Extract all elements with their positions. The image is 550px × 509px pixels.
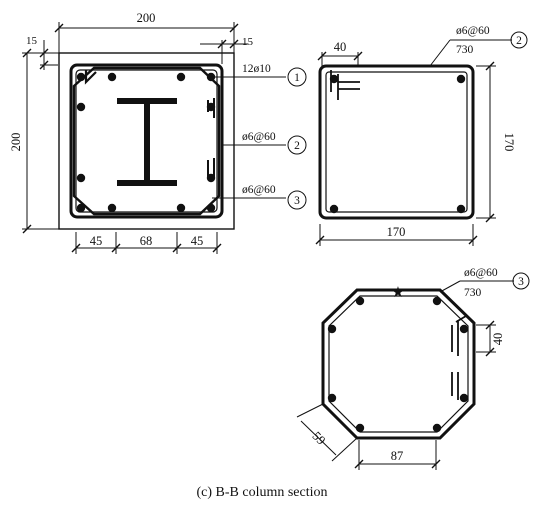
callout-3-marker: 3 — [294, 195, 300, 207]
rebar-dot — [432, 423, 442, 433]
square-stirrup — [318, 64, 475, 220]
cover-right-label: 15 — [242, 36, 254, 48]
callout-2-label: ø6@60 — [242, 131, 276, 143]
rebar-dot — [107, 203, 117, 213]
main-height-label: 200 — [9, 133, 23, 152]
square-side-dim: 170 — [502, 133, 516, 152]
spacing-right-label: 45 — [191, 234, 204, 248]
square-marker: 2 — [516, 35, 522, 47]
rebar-dot — [76, 203, 86, 213]
rebar-dot — [176, 203, 186, 213]
square-length-label: 730 — [456, 44, 474, 56]
rebar-dot — [355, 296, 365, 306]
square-stirrup-bars — [329, 74, 466, 214]
square-dimensions — [315, 31, 528, 246]
rebar-dot — [327, 324, 337, 334]
octagon-stirrup-bars — [327, 296, 469, 433]
callout-3-label: ø6@60 — [242, 184, 276, 196]
callout-1-marker: 1 — [294, 72, 300, 84]
main-callout-leaders — [211, 67, 307, 210]
rebar-dot — [107, 72, 117, 82]
octagon-hook-dim: 40 — [491, 333, 505, 346]
square-hook-dim: 40 — [334, 40, 347, 54]
rebar-dot — [76, 173, 86, 183]
main-section — [58, 52, 235, 230]
rebar-dot — [456, 204, 466, 214]
rebar-dot — [329, 74, 339, 84]
main-width-label: 200 — [137, 11, 156, 25]
figure-caption: (c) B-B column section — [196, 485, 327, 500]
rebar-dot — [329, 204, 339, 214]
rebar-dot — [459, 393, 469, 403]
steel-i-beam — [117, 98, 177, 186]
cover-top-label: 15 — [26, 35, 38, 47]
main-dimensions — [22, 22, 248, 254]
rebar-dot — [327, 393, 337, 403]
star-marker-icon: ★ — [391, 285, 404, 301]
octagon-length-label: 730 — [464, 287, 482, 299]
main-section-bars — [76, 72, 216, 213]
rebar-dot — [456, 74, 466, 84]
callout-2-marker: 2 — [294, 140, 300, 152]
rebar-dot — [459, 324, 469, 334]
square-bottom-dim: 170 — [387, 225, 406, 239]
outer-stirrup — [69, 63, 224, 219]
spacing-mid-label: 68 — [140, 234, 153, 248]
rebar-dot — [76, 102, 86, 112]
square-bar-label: ø6@60 — [456, 25, 490, 37]
octagon-bottom-dim: 87 — [391, 449, 404, 463]
rebar-dot — [432, 296, 442, 306]
rebar-dot — [355, 423, 365, 433]
octagon-stirrup — [321, 272, 530, 440]
rebar-dot — [206, 102, 216, 112]
octagon-bar-label: ø6@60 — [464, 267, 498, 279]
octagon-dimensions — [296, 320, 496, 470]
rebar-dot — [76, 72, 86, 82]
spacing-left-label: 45 — [90, 234, 103, 248]
callout-1-label: 12ø10 — [242, 63, 271, 75]
octagon-marker: 3 — [518, 276, 524, 288]
rebar-dot — [206, 203, 216, 213]
rebar-dot — [206, 173, 216, 183]
concrete-outline — [58, 52, 235, 230]
rebar-dot — [176, 72, 186, 82]
